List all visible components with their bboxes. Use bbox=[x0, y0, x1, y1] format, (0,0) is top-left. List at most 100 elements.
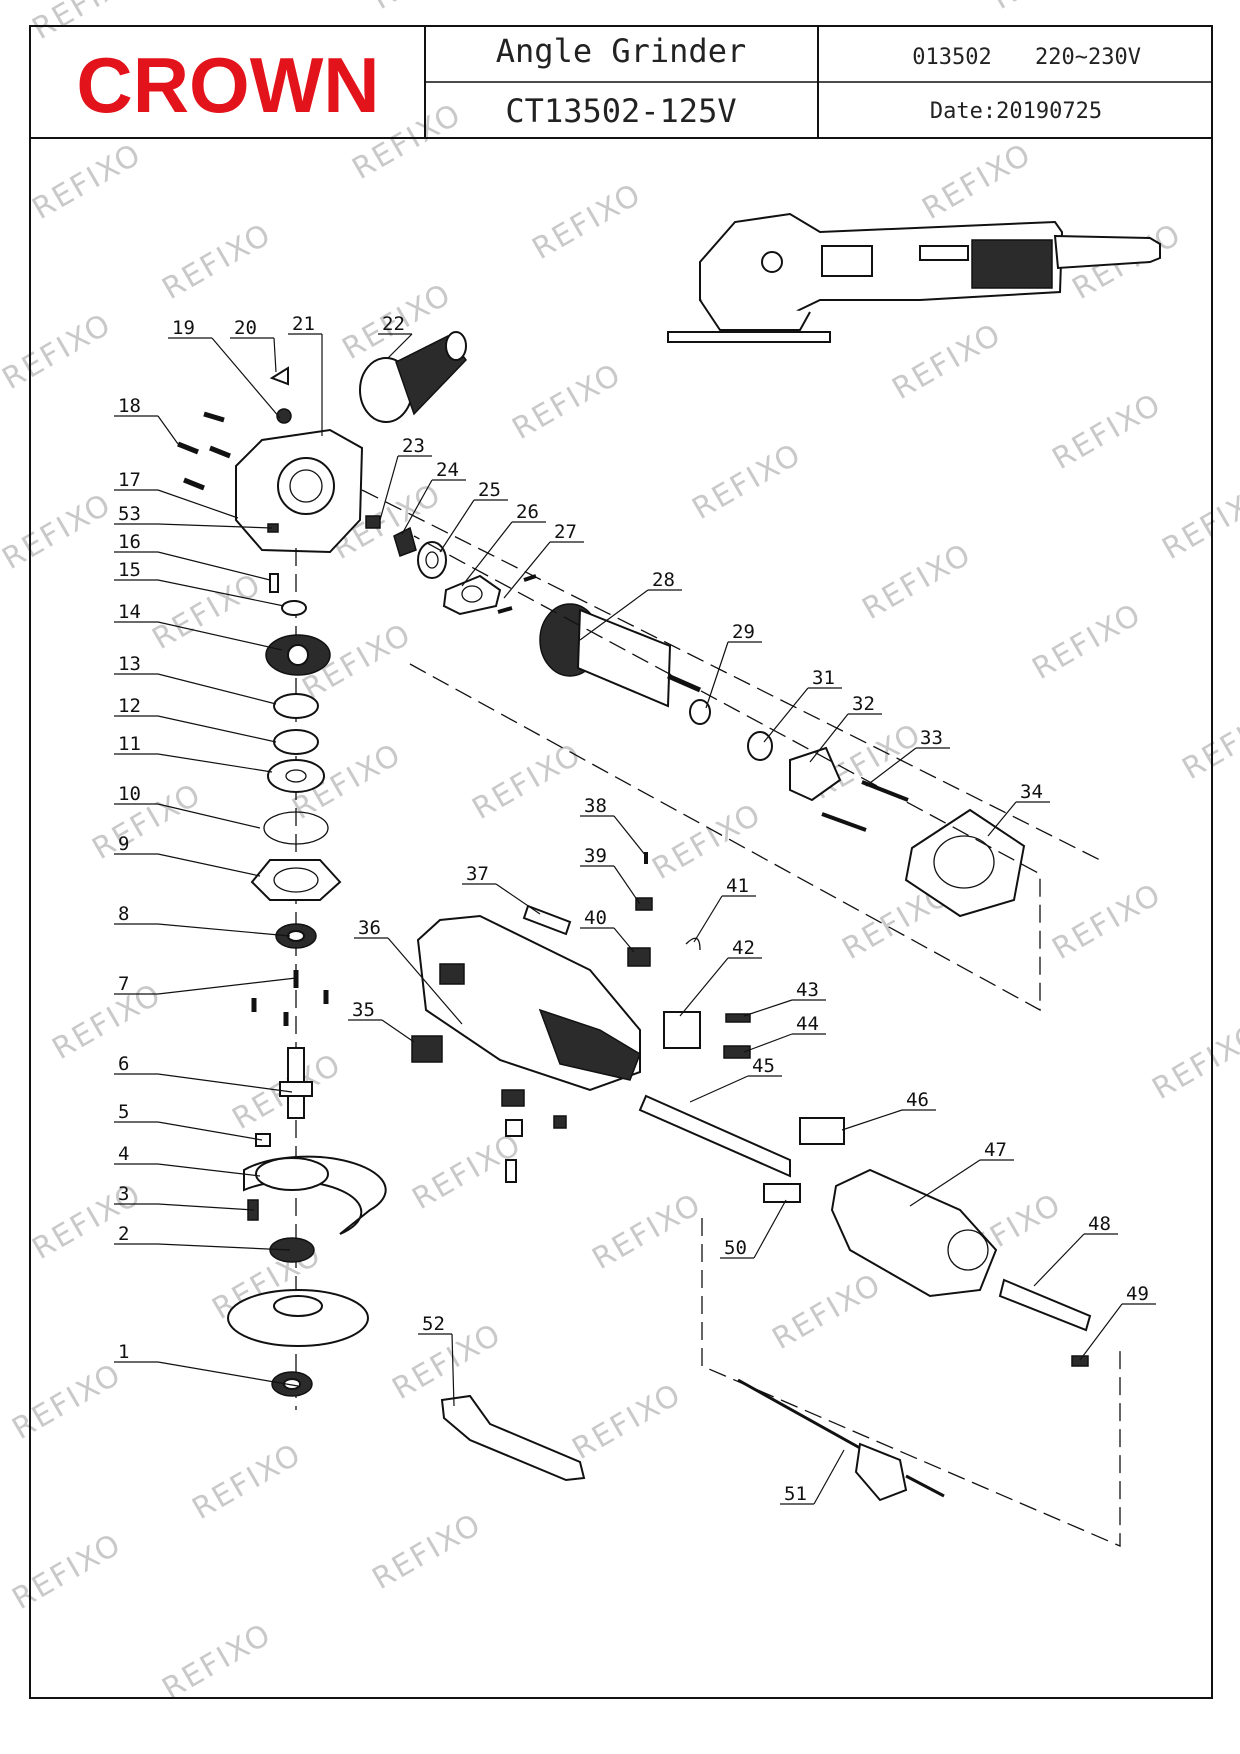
callout-leader-line bbox=[157, 1073, 293, 1093]
callout-leader-line bbox=[157, 551, 271, 581]
part-number-label: 15 bbox=[118, 559, 141, 581]
part-number-label: 27 bbox=[554, 521, 577, 543]
callout-leader-line bbox=[763, 687, 809, 743]
part-number-label: 18 bbox=[118, 395, 141, 417]
callout-leader-line bbox=[693, 895, 723, 943]
part-number-label: 32 bbox=[852, 693, 875, 715]
callout-leader-line bbox=[865, 747, 917, 787]
callout-leader-line bbox=[495, 883, 541, 915]
brand-logo: CROWN bbox=[76, 41, 379, 129]
watermark-text: REFIXO bbox=[367, 0, 489, 17]
callout-leader-line bbox=[451, 1333, 455, 1407]
watermark-text: REFIXO bbox=[47, 977, 169, 1067]
part-number-label: 38 bbox=[584, 795, 607, 817]
callout-leader-line bbox=[157, 803, 261, 829]
watermark-text: REFIXO bbox=[1047, 877, 1169, 967]
part-number-label: 53 bbox=[118, 503, 141, 525]
drawing-date: Date:20190725 bbox=[930, 99, 1102, 124]
callout-leader-line bbox=[705, 641, 729, 709]
callout-leader-line bbox=[439, 499, 475, 553]
screws-18 bbox=[177, 411, 231, 491]
part-number-label: 43 bbox=[796, 979, 819, 1001]
watermark-text: REFIXO bbox=[1157, 477, 1240, 567]
callout-leader-line bbox=[809, 713, 849, 763]
watermark-text: REFIXO bbox=[467, 737, 589, 827]
part-number-label: 16 bbox=[118, 531, 141, 553]
motor-axis-line bbox=[361, 489, 1101, 861]
watermark-text: REFIXO bbox=[147, 567, 269, 657]
part-number-label: 35 bbox=[352, 999, 375, 1021]
part-number-label: 4 bbox=[118, 1143, 129, 1165]
motor-housing-36 bbox=[416, 914, 641, 1092]
callout-leader-line bbox=[157, 923, 291, 937]
callout-leader-line bbox=[613, 865, 641, 905]
lock-button-20 bbox=[269, 366, 289, 386]
callout-leader-line bbox=[387, 333, 413, 359]
part-number-label: 8 bbox=[118, 903, 129, 925]
part-number-label: 24 bbox=[436, 459, 459, 481]
callout-leader-line bbox=[379, 455, 399, 521]
callout-leader-line bbox=[157, 489, 239, 519]
callout-leader-line bbox=[157, 853, 261, 877]
part-number-label: 21 bbox=[292, 313, 315, 335]
part-number-label: 14 bbox=[118, 601, 141, 623]
switch-46 bbox=[799, 1117, 845, 1145]
rear-housing-47 bbox=[830, 1168, 998, 1298]
watermark-text: REFIXO bbox=[0, 307, 118, 397]
part-number-label: 52 bbox=[422, 1313, 445, 1335]
watermark-text: REFIXO bbox=[87, 777, 209, 867]
part-number-label: 9 bbox=[118, 833, 129, 855]
callout-leader-line bbox=[909, 1159, 981, 1207]
callout-leader-line bbox=[157, 673, 277, 705]
callout-leader-line bbox=[157, 415, 179, 445]
part-number-label: 17 bbox=[118, 469, 141, 491]
watermark-text: REFIXO bbox=[27, 0, 149, 47]
watermark-text: REFIXO bbox=[1147, 1017, 1240, 1107]
part-number-label: 48 bbox=[1088, 1213, 1111, 1235]
callout-leader-line bbox=[679, 957, 729, 1017]
watermark-text: REFIXO bbox=[767, 1267, 889, 1357]
part-number-label: 44 bbox=[796, 1013, 819, 1035]
part-number-label: 47 bbox=[984, 1139, 1007, 1161]
callout-leader-line bbox=[841, 1109, 903, 1131]
part-number-label: 5 bbox=[118, 1101, 129, 1123]
part-number-label: 12 bbox=[118, 695, 141, 717]
callout-leader-line bbox=[1033, 1233, 1085, 1287]
switch-rod-45 bbox=[638, 1094, 791, 1178]
callout-leader-line bbox=[689, 1075, 749, 1103]
callout-leader-line bbox=[157, 579, 285, 607]
product-title: Angle Grinder bbox=[496, 32, 746, 70]
part-number-label: 50 bbox=[724, 1237, 747, 1259]
part-number-label: 40 bbox=[584, 907, 607, 929]
callout-leader-line bbox=[157, 523, 273, 529]
watermark-text: REFIXO bbox=[857, 537, 979, 627]
capacitor-50 bbox=[763, 1183, 801, 1203]
watermark-text: REFIXO bbox=[157, 217, 279, 307]
part-number-label: 7 bbox=[118, 973, 129, 995]
watermark-text: REFIXO bbox=[7, 1527, 129, 1617]
part-number-label: 13 bbox=[118, 653, 141, 675]
part-number-label: 1 bbox=[118, 1341, 129, 1363]
drawing-frame bbox=[29, 25, 1213, 1699]
motor-housing-dashed-box bbox=[409, 535, 1041, 1012]
spindle-parts-stack bbox=[227, 523, 387, 1397]
watermark-text: REFIXO bbox=[27, 137, 149, 227]
cord-guard-48 bbox=[998, 1278, 1092, 1332]
callout-leader-line bbox=[503, 541, 551, 599]
part-number-label: 3 bbox=[118, 1183, 129, 1205]
part-number-label: 26 bbox=[516, 501, 539, 523]
watermark-text: REFIXO bbox=[27, 1177, 149, 1267]
callout-leader-line bbox=[753, 1199, 787, 1259]
callout-leader-line bbox=[613, 927, 635, 953]
callout-leader-line bbox=[1079, 1303, 1123, 1361]
callout-leader-line bbox=[157, 621, 283, 651]
callout-leader-line bbox=[157, 715, 277, 743]
watermark-text: REFIXO bbox=[987, 0, 1109, 17]
watermark-text: REFIXO bbox=[387, 1317, 509, 1407]
watermark-text: REFIXO bbox=[157, 1617, 279, 1707]
watermark-text: REFIXO bbox=[0, 487, 118, 577]
part-number-label: 25 bbox=[478, 479, 501, 501]
callout-leader-line bbox=[743, 1033, 793, 1053]
callout-leader-line bbox=[461, 521, 513, 587]
